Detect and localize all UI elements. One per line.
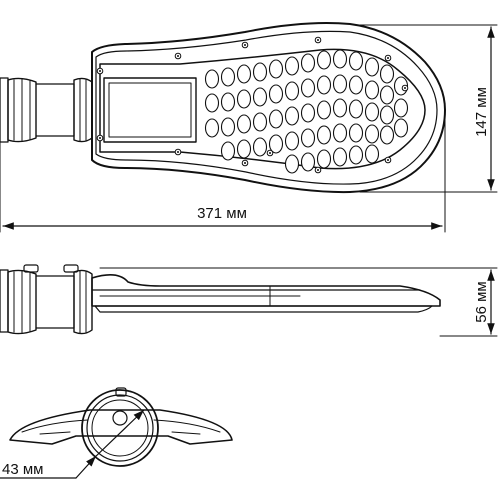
led-lens bbox=[236, 64, 252, 84]
pipe-mount-side bbox=[0, 264, 93, 335]
led-lens bbox=[332, 147, 348, 167]
screw-icon bbox=[384, 156, 392, 164]
led-lens bbox=[284, 106, 300, 126]
screw-icon bbox=[266, 149, 274, 157]
led-lens bbox=[284, 56, 300, 76]
screw-icon bbox=[401, 84, 409, 92]
screw-icon bbox=[96, 67, 104, 75]
width-dimension: 147 мм bbox=[359, 24, 498, 193]
led-lens bbox=[364, 80, 380, 100]
led-lens bbox=[316, 125, 332, 145]
led-lens bbox=[379, 64, 395, 84]
led-lens bbox=[220, 92, 236, 112]
led-lens bbox=[316, 100, 332, 120]
pipe-mount-top bbox=[0, 77, 93, 143]
screw-icon bbox=[174, 148, 182, 156]
led-lens bbox=[268, 134, 284, 154]
led-lens bbox=[220, 141, 236, 161]
led-lens bbox=[300, 53, 316, 73]
length-dimension: 371 мм bbox=[0, 119, 446, 233]
pipe-mount-front bbox=[81, 389, 159, 467]
housing-side-profile bbox=[91, 274, 441, 307]
led-lens bbox=[348, 51, 364, 71]
led-lens bbox=[348, 99, 364, 119]
led-lens bbox=[204, 93, 220, 113]
screw-icon bbox=[314, 166, 322, 174]
screw-icon bbox=[241, 159, 249, 167]
length-label: 371 мм bbox=[197, 205, 247, 222]
led-lens bbox=[252, 62, 268, 82]
led-lens bbox=[379, 105, 395, 125]
led-lens bbox=[332, 98, 348, 118]
led-lens bbox=[220, 67, 236, 87]
led-lens bbox=[379, 85, 395, 105]
led-lens bbox=[300, 103, 316, 123]
led-lens bbox=[236, 114, 252, 134]
led-lens bbox=[268, 84, 284, 104]
led-lens bbox=[332, 49, 348, 69]
led-lens-array bbox=[204, 49, 409, 174]
width-label: 147 мм bbox=[473, 87, 490, 137]
screw-icon bbox=[241, 41, 249, 49]
screw-icon bbox=[384, 54, 392, 62]
led-lens bbox=[252, 87, 268, 107]
led-lens bbox=[284, 81, 300, 101]
screw-icon bbox=[96, 134, 104, 142]
top-view bbox=[0, 22, 446, 194]
led-lens bbox=[268, 109, 284, 129]
led-lens bbox=[204, 118, 220, 138]
led-lens bbox=[220, 117, 236, 137]
led-lens bbox=[316, 149, 332, 169]
led-lens bbox=[300, 128, 316, 148]
height-label: 56 мм bbox=[473, 281, 490, 322]
driver-compartment bbox=[103, 77, 197, 143]
screw-icon bbox=[174, 52, 182, 60]
led-lens bbox=[393, 98, 409, 118]
led-lens bbox=[236, 139, 252, 159]
led-lens bbox=[236, 89, 252, 109]
led-lens bbox=[364, 144, 380, 164]
led-lens bbox=[393, 118, 409, 138]
led-lens bbox=[284, 154, 300, 174]
housing-inner-flange bbox=[95, 30, 438, 185]
front-view bbox=[9, 387, 233, 467]
led-lens bbox=[364, 124, 380, 144]
led-lens bbox=[332, 74, 348, 94]
led-lens bbox=[348, 123, 364, 143]
led-lens bbox=[252, 112, 268, 132]
led-lens bbox=[300, 78, 316, 98]
led-lens bbox=[204, 69, 220, 89]
led-lens bbox=[364, 57, 380, 77]
led-lens bbox=[364, 102, 380, 122]
side-view bbox=[0, 264, 441, 335]
led-lens bbox=[379, 125, 395, 145]
led-lens bbox=[268, 59, 284, 79]
housing-screws bbox=[96, 36, 409, 174]
led-lens bbox=[300, 152, 316, 172]
led-lens bbox=[252, 137, 268, 157]
led-lens bbox=[348, 75, 364, 95]
led-lens bbox=[332, 123, 348, 143]
led-lens bbox=[316, 50, 332, 70]
mount-diameter-label: 43 мм bbox=[2, 461, 43, 478]
screw-icon bbox=[314, 36, 322, 44]
led-lens bbox=[284, 131, 300, 151]
housing-front-wings bbox=[9, 409, 233, 445]
led-lens bbox=[348, 145, 364, 165]
housing-outline bbox=[91, 22, 446, 194]
led-lens bbox=[316, 75, 332, 95]
mount-diameter-dimension: 43 мм bbox=[0, 409, 145, 479]
height-dimension: 56 мм bbox=[99, 267, 498, 337]
